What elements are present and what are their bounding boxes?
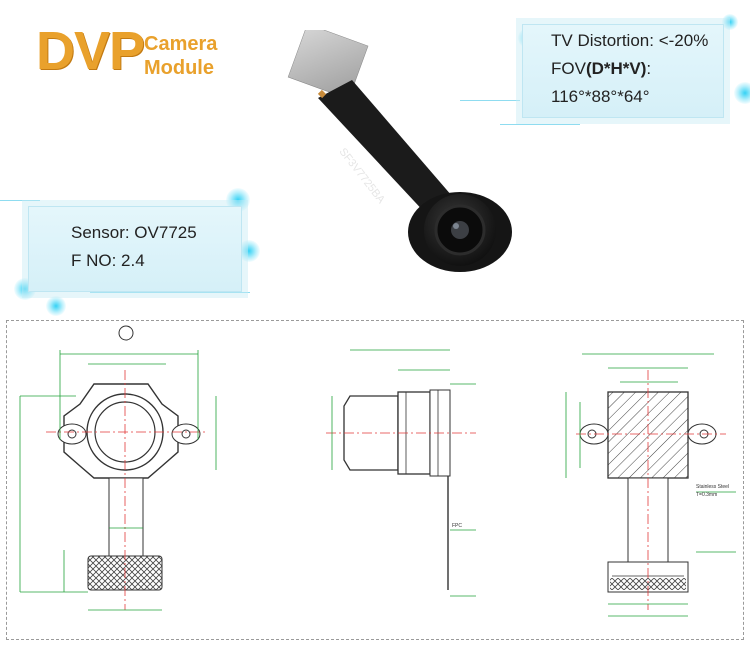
technical-drawing-frame: [6, 320, 744, 640]
stainless-thickness-label: T=0.3mm: [696, 492, 717, 498]
camera-module-illustration: [287, 30, 512, 272]
fov-value: 116°*88°*64°: [551, 87, 650, 106]
fpc-label: FPC: [452, 523, 462, 529]
product-subtitle: Camera Module: [144, 32, 217, 80]
fov-axes: (D*H*V): [585, 59, 647, 78]
deco-line: [460, 100, 520, 101]
tv-distortion-text: TV Distortion: <-20%: [551, 31, 709, 50]
glow-dot: [722, 14, 738, 30]
spec-box-left: Sensor: OV7725 F NO: 2.4: [28, 206, 242, 292]
fov-label: FOV(D*H*V):: [551, 55, 651, 83]
deco-line: [90, 292, 250, 293]
fov-prefix: FOV: [551, 59, 586, 78]
deco-line: [0, 200, 40, 201]
glow-dot: [46, 296, 66, 316]
stainless-label: Stainless Steel: [696, 484, 729, 490]
fno-text: F NO: 2.4: [71, 251, 145, 270]
product-title: DVP: [36, 21, 145, 81]
back-view: Stainless Steel T=0.3mm: [565, 353, 736, 617]
technical-drawing: FPC Stainless Steel T=0.3mm: [19, 325, 736, 617]
subtitle-line-2: Module: [144, 57, 214, 79]
side-view: FPC: [326, 349, 476, 597]
fov-colon: :: [646, 59, 652, 78]
front-view: [19, 325, 217, 611]
glow-dot: [734, 82, 750, 104]
deco-line: [500, 124, 580, 125]
sensor-text: Sensor: OV7725: [71, 223, 197, 242]
subtitle-line-1: Camera: [144, 33, 218, 55]
glow-dot: [238, 240, 260, 262]
spec-box-right: TV Distortion: <-20% FOV(D*H*V): 116°*88…: [522, 24, 724, 118]
